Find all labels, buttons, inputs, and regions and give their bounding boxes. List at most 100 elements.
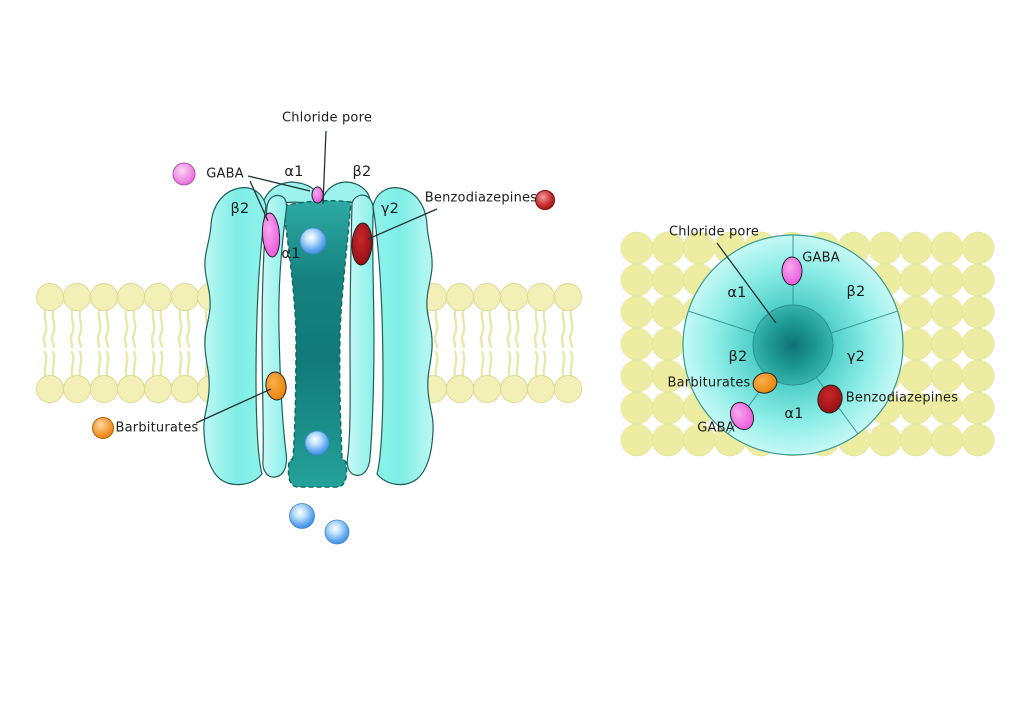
gaba-binding-site-top-view-2: [729, 401, 755, 431]
phospholipid: [500, 283, 528, 403]
phospholipid: [90, 283, 118, 403]
lipid-head-top-view: [620, 359, 654, 393]
lipid-tail: [69, 305, 75, 349]
lipid-tail: [461, 350, 466, 381]
benzodiazepine-binding-site-side: [351, 222, 373, 266]
lipid-tail: [70, 350, 75, 381]
lipid-tail: [507, 350, 512, 381]
pointer-line-gaba-top: [247, 175, 311, 192]
lipid-head: [527, 375, 555, 403]
lipid-tail: [433, 305, 439, 349]
lipid-head-top-view: [961, 391, 995, 425]
lipid-tail: [78, 350, 83, 381]
lipid-tail: [97, 350, 102, 381]
lipid-head: [554, 375, 582, 403]
barbiturate-molecule-icon: [92, 417, 114, 439]
lipid-tail: [560, 305, 566, 349]
lipid-tail: [159, 350, 164, 381]
lipid-head-top-view: [961, 359, 995, 393]
lipid-tail: [541, 305, 547, 349]
lipid-head: [90, 375, 118, 403]
lipid-head-top-view: [651, 391, 685, 425]
label-alpha1-inner-side: α1: [281, 246, 301, 262]
lipid-tail: [105, 350, 110, 381]
label-beta2-left-top-view: β2: [728, 349, 748, 365]
label-beta2-top-side: β2: [352, 164, 372, 180]
lipid-tail: [151, 350, 156, 381]
label-alpha1-bottom-top-view: α1: [784, 406, 804, 422]
phospholipid: [171, 283, 199, 403]
lipid-tail: [561, 350, 566, 381]
barbiturate-binding-site-top-view: [752, 372, 778, 394]
label-benzodiazepines-side: Benzodiazepines: [424, 190, 538, 206]
lipid-tail: [460, 305, 466, 349]
lipid-tail: [77, 305, 83, 349]
gaba-binding-site-top: [311, 186, 324, 204]
lipid-tail: [96, 305, 102, 349]
gaba-binding-site-side: [261, 212, 281, 258]
chloride-pore-top-view: [752, 304, 834, 386]
lipid-head-top-view: [961, 263, 995, 297]
chloride-pore-channel: [282, 199, 352, 488]
label-beta2-left-side: β2: [230, 201, 250, 217]
label-gaba-top-view-2: GABA: [697, 420, 735, 436]
lipid-head-top-view: [620, 423, 654, 457]
lipid-head-top-view: [899, 295, 933, 329]
lipid-head: [117, 375, 145, 403]
label-beta2-top-right-top-view: β2: [846, 284, 866, 300]
benzodiazepine-binding-site-top-view: [817, 384, 843, 414]
lipid-head: [500, 375, 528, 403]
label-alpha1-top-side: α1: [284, 164, 304, 180]
lipid-tail: [177, 305, 183, 349]
lipid-tail: [132, 350, 137, 381]
label-barbiturates-top-view: Barbiturates: [667, 375, 751, 391]
lipid-tail: [150, 305, 156, 349]
lipid-tail: [452, 305, 458, 349]
lipid-tail: [569, 350, 574, 381]
phospholipid: [527, 283, 555, 403]
lipid-head-top-view: [930, 359, 964, 393]
lipid-tail: [515, 350, 520, 381]
gaba-binding-site-top-view-1: [781, 256, 803, 286]
pointer-line-chloride-pore: [322, 130, 327, 205]
label-chloride-pore-side: Chloride pore: [281, 110, 373, 126]
phospholipid: [144, 283, 172, 403]
lipid-head-top-view: [651, 327, 685, 361]
lipid-head-top-view: [930, 295, 964, 329]
label-benzodiazepines-top-view: Benzodiazepines: [845, 390, 959, 406]
lipid-tail: [186, 350, 191, 381]
lipid-tail: [568, 305, 574, 349]
lipid-head-top-view: [961, 231, 995, 265]
pointer-line-gaba-side: [249, 180, 269, 222]
pointer-line-barbiturates: [195, 388, 272, 424]
lipid-head-top-view: [961, 327, 995, 361]
lipid-head-top-view: [620, 295, 654, 329]
lipid-head-top-view: [868, 423, 902, 457]
lipid-head: [500, 283, 528, 311]
lipid-tail: [178, 350, 183, 381]
lipid-tail: [42, 305, 48, 349]
chloride-ion: [304, 430, 330, 456]
phospholipid: [36, 283, 64, 403]
label-gaba-side: GABA: [206, 166, 244, 182]
lipid-tail: [124, 350, 129, 381]
lipid-head: [36, 375, 64, 403]
lipid-head-top-view: [899, 263, 933, 297]
lipid-tail: [453, 350, 458, 381]
lipid-tail: [480, 350, 485, 381]
label-alpha1-top-left-top-view: α1: [727, 285, 747, 301]
lipid-tail: [534, 350, 539, 381]
lipid-tail: [123, 305, 129, 349]
lipid-head-top-view: [899, 423, 933, 457]
receptor-subunit-outer-left: [203, 187, 267, 486]
lipid-head-top-view: [899, 359, 933, 393]
receptor-subunit-front-left: [261, 194, 288, 478]
lipid-head: [90, 283, 118, 311]
lipid-head: [473, 375, 501, 403]
lipid-tail: [479, 305, 485, 349]
lipid-tail: [533, 305, 539, 349]
lipid-head: [473, 283, 501, 311]
receptor-top-view: [682, 234, 904, 456]
